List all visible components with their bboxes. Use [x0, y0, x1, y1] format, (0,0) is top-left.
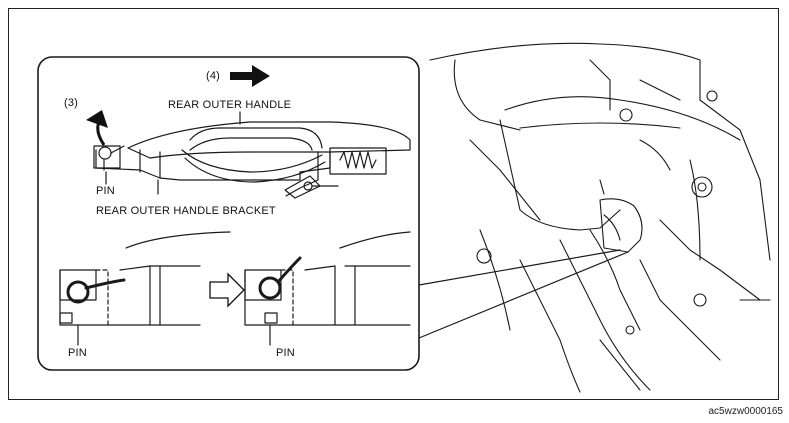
callout-box	[37, 56, 420, 371]
figure-code: ac5wzw0000165	[708, 406, 784, 417]
figure-frame	[8, 8, 779, 400]
pin-label-left: PIN	[68, 347, 87, 359]
curved-arrow-icon	[86, 110, 108, 146]
step-4-label: (4)	[206, 70, 221, 82]
rear-outer-handle-bracket-label: REAR OUTER HANDLE BRACKET	[96, 205, 276, 217]
after-pin-detail	[244, 231, 411, 346]
right-arrow-icon	[230, 65, 270, 87]
rear-outer-handle-drawing	[127, 121, 411, 183]
callout-leader-top	[418, 249, 621, 286]
rear-outer-handle-bracket-drawing	[93, 145, 387, 199]
pin-label-right: PIN	[276, 347, 295, 359]
before-pin-detail	[59, 231, 231, 346]
pin-label-top: PIN	[96, 185, 115, 197]
vehicle-door-drawing	[429, 42, 771, 393]
step-3-label: (3)	[64, 97, 79, 109]
hollow-right-arrow-icon	[209, 272, 245, 308]
callout-leader-bottom	[418, 251, 629, 339]
rear-outer-handle-label: REAR OUTER HANDLE	[168, 99, 292, 111]
